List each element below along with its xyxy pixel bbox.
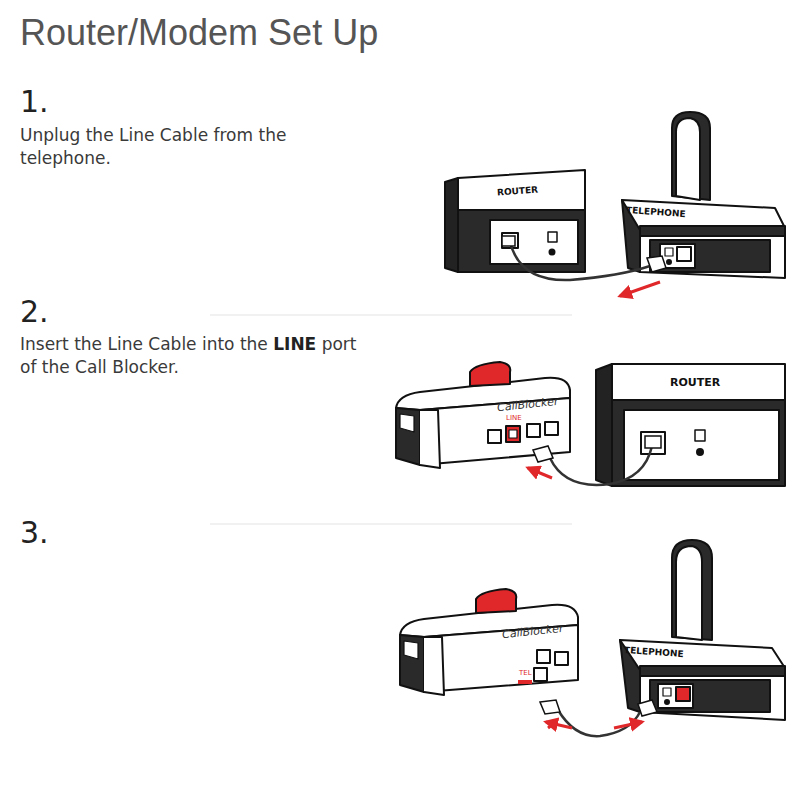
telephone-device [622,112,785,278]
instruction-text: Unplug the Line Cable from the telephone… [20,124,350,170]
device-label: ROUTER [670,376,720,389]
port-label: LINE [506,414,522,422]
port-label: TEL [519,669,532,677]
step-number: 3. [20,515,49,550]
telephone-device [620,540,785,720]
step-number: 1. [20,84,49,119]
page-title: Router/Modem Set Up [20,12,378,54]
line-cable [502,236,666,296]
step-number: 2. [20,294,49,329]
divider [210,524,572,525]
callblocker-device [400,589,578,695]
router-device [596,364,785,486]
instruction-text: Insert the Line Cable into the LINE port… [20,333,360,379]
line-cable [540,700,657,736]
divider [210,315,572,316]
line-cable [528,436,661,485]
callblocker-device [396,362,570,468]
